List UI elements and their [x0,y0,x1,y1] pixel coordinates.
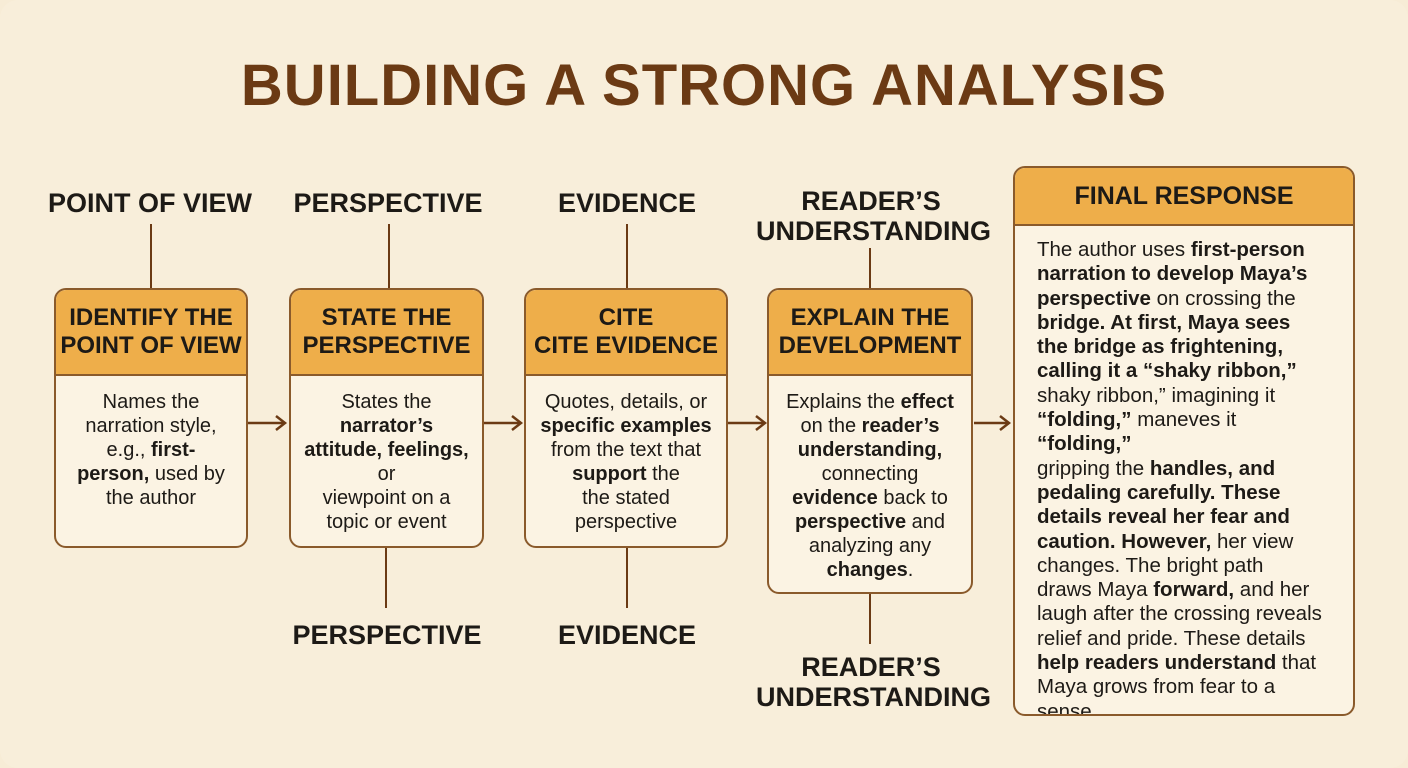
text-line: caution. However, her view [1037,529,1294,553]
text-line: on the reader’s [800,415,940,437]
text-line: attitude, feelings, [304,439,469,461]
text-line: from the text that [550,439,702,461]
text-line: gripping the handles, and [1037,456,1276,480]
heading-line: EXPLAIN THE [790,304,950,331]
text-line: the bridge as frightening, [1037,335,1284,359]
text-line: calling it a “shaky ribbon,” [1037,359,1297,383]
heading-line: STATE THE [321,304,452,331]
text-line: changes. [826,559,914,581]
text-line: the author [105,487,197,509]
final-response-box: FINAL RESPONSE The author uses first-per… [1013,166,1355,716]
heading-line: CITE EVIDENCE [533,332,719,359]
text-line: The author uses first-person [1037,238,1305,261]
text-line: the stated [582,487,670,509]
bottom-label-perspective: PERSPECTIVE [292,620,482,650]
bottom-label-readers-understanding: READER’S UNDERSTANDING [756,652,991,712]
text-line: pedaling carefully. These [1037,480,1281,504]
heading-line: DEVELOPMENT [778,332,962,359]
text-line: details reveal her fear and [1037,505,1290,529]
connector-line [869,594,871,644]
right-arrow-icon [728,415,768,431]
top-label-readers-understanding: READER’S UNDERSTANDING [756,186,991,246]
connector-line [385,548,387,608]
text-line: evidence back to [792,487,948,509]
heading-line: IDENTIFY THE [69,304,233,331]
text-line: relief and pride. These details [1037,626,1306,650]
text-line: States the [341,391,432,413]
text-line: perspective on crossing the [1037,286,1296,310]
text-line: Explains the effect [786,391,954,413]
connector-line [388,224,390,288]
text-line: understanding, [797,439,943,461]
text-line: perspective [574,511,678,533]
heading-line: CITE [598,304,654,331]
connector-line [150,224,152,288]
text-line: analyzing any [808,535,932,557]
text-line: e.g., first- [106,439,196,461]
heading-line: PERSPECTIVE [302,332,471,359]
text-line: “folding,” maneves it “folding,” [1037,408,1237,456]
top-label-point-of-view: POINT OF VIEW [47,188,252,218]
text-line: help readers understand that [1037,651,1317,675]
text-line: draws Maya forward, and her [1037,578,1310,602]
text-line: or [377,463,396,485]
text-line: shaky ribbon,” imagining it [1037,383,1276,407]
right-arrow-icon [974,415,1012,431]
text-line: topic or event [326,511,447,533]
connector-line [626,224,628,288]
text-line: laugh after the crossing reveals [1037,602,1322,626]
heading-line: POINT OF VIEW [60,332,242,359]
text-line: perspective and [794,511,946,533]
text-line: specific examples [540,415,712,437]
top-label-evidence: EVIDENCE [557,188,697,218]
text-line: connecting [821,463,919,485]
page-title: BUILDING A STRONG ANALYSIS [240,53,1168,118]
bottom-label-evidence: EVIDENCE [557,620,697,650]
text-line: narration to develop Maya’s [1037,262,1308,286]
right-arrow-icon [248,415,288,431]
text-line: narrator’s [339,415,434,437]
text-line: Names the [102,391,200,413]
text-line: Maya grows from fear to a sense [1037,675,1276,716]
text-line: viewpoint on a [322,487,451,509]
text-line: person, used by [77,463,225,485]
final-response-heading: FINAL RESPONSE [1015,168,1353,226]
text-line: support the [572,463,680,485]
right-arrow-icon [484,415,524,431]
top-label-perspective: PERSPECTIVE [293,188,483,218]
connector-line [869,248,871,288]
text-line: narration style, [85,415,217,437]
connector-line [626,548,628,608]
text-line: changes. The bright path [1037,553,1264,577]
text-line: bridge. At first, Maya sees [1037,310,1291,334]
text-line: Quotes, details, or [544,391,708,413]
